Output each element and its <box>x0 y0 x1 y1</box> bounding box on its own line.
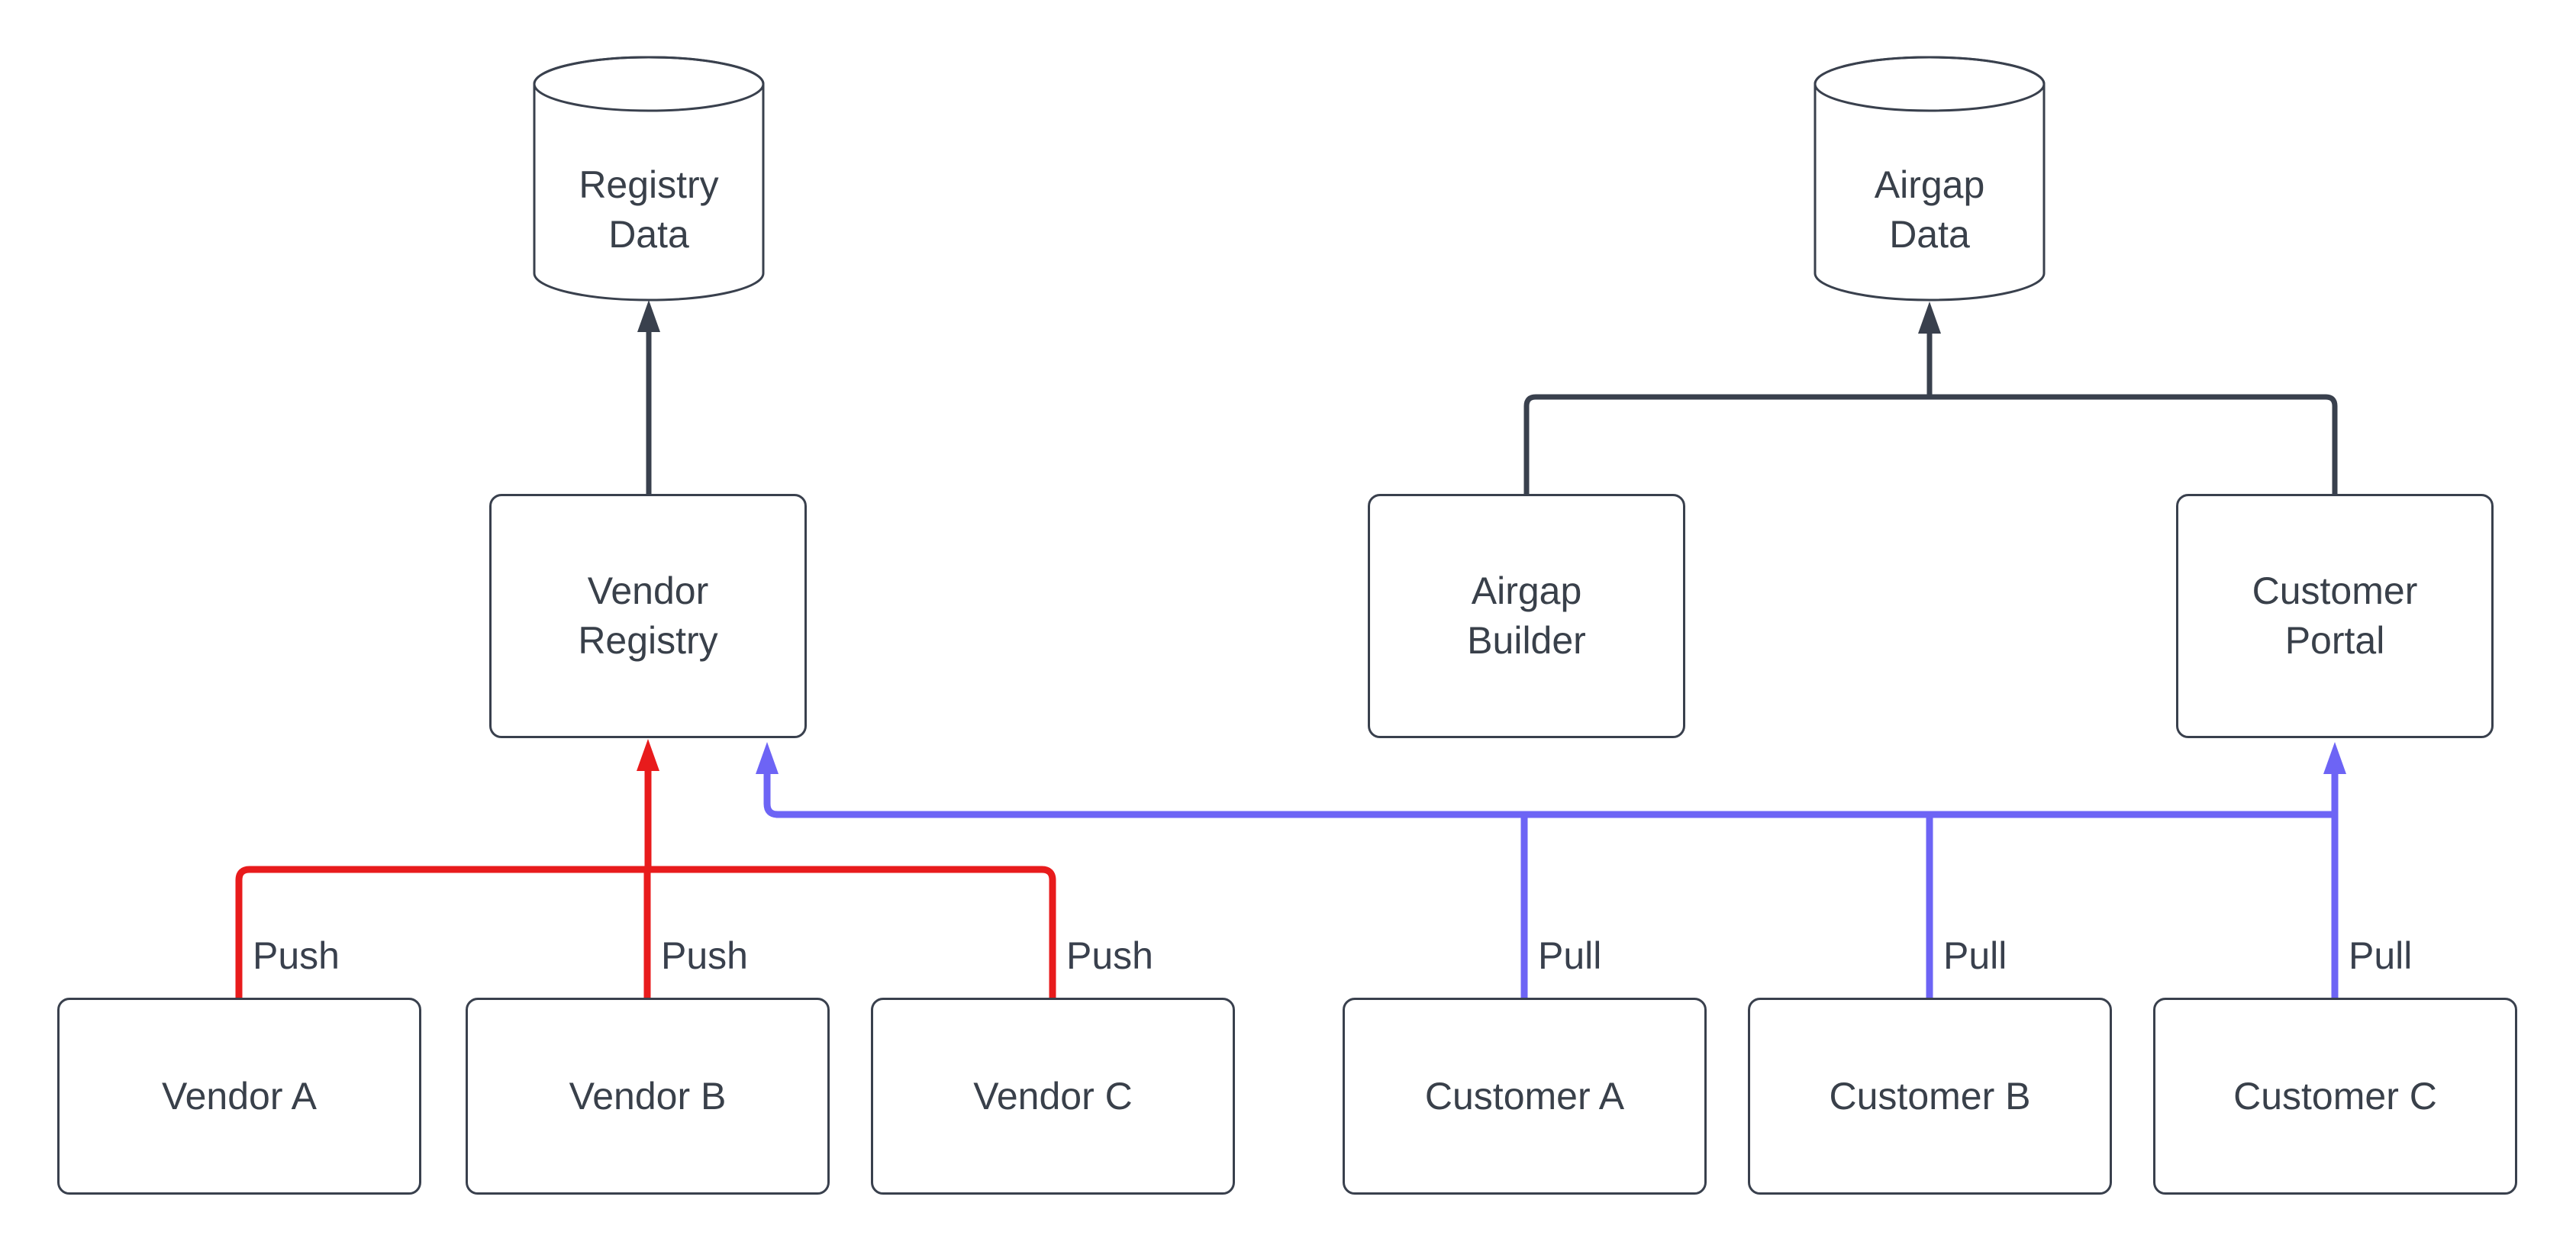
node-vendor-a: Vendor A <box>57 998 421 1195</box>
node-customer-a: Customer A <box>1343 998 1707 1195</box>
datastore-airgap-data-label-box: Airgap Data <box>1815 141 2044 279</box>
vendor-registry-label: Vendor Registry <box>578 569 718 662</box>
arrowhead-pull-customer-portal <box>2323 742 2346 774</box>
push-label-vendor-a: Push <box>253 934 340 977</box>
airgap-data-cylinder-top <box>1814 56 2046 112</box>
arrowhead-push-vendor-registry <box>637 739 659 771</box>
pull-label-customer-c: Pull <box>2349 934 2413 977</box>
node-customer-c: Customer C <box>2153 998 2517 1195</box>
airgap-builder-label: Airgap Builder <box>1467 569 1586 662</box>
node-vendor-b: Vendor B <box>466 998 830 1195</box>
neutral-edges <box>646 330 2338 494</box>
vendor-c-label: Vendor C <box>973 1074 1133 1118</box>
registry-data-cylinder-top <box>533 56 765 112</box>
push-edges <box>235 769 1056 999</box>
node-customer-portal: Customer Portal <box>2176 494 2494 738</box>
node-customer-b: Customer B <box>1748 998 2112 1195</box>
customer-a-label: Customer A <box>1424 1074 1625 1118</box>
vendor-b-label: Vendor B <box>569 1074 727 1118</box>
arrowhead-registry-data <box>637 300 660 332</box>
push-label-vendor-b: Push <box>661 934 748 977</box>
push-label-vendor-c: Push <box>1066 934 1153 977</box>
datastore-registry-data-label-box: Registry Data <box>534 141 763 279</box>
node-airgap-builder: Airgap Builder <box>1368 494 1685 738</box>
pull-label-customer-b: Pull <box>1943 934 2007 977</box>
datastore-shapes <box>533 56 2046 302</box>
pull-trunk <box>763 773 2335 818</box>
node-vendor-c: Vendor C <box>871 998 1235 1195</box>
customer-portal-label: Customer Portal <box>2252 569 2418 662</box>
pull-edges <box>763 773 2339 998</box>
registry-data-label: Registry Data <box>579 163 719 256</box>
node-vendor-registry: Vendor Registry <box>489 494 807 738</box>
arrowhead-airgap-data <box>1918 302 1941 334</box>
arrowhead-pull-vendor-registry <box>756 742 779 774</box>
customer-c-label: Customer C <box>2233 1074 2437 1118</box>
customer-b-label: Customer B <box>1829 1074 2031 1118</box>
vendor-a-label: Vendor A <box>162 1074 317 1118</box>
edge-builder-portal-to-airgap-trunk <box>1523 394 2338 494</box>
airgap-data-label: Airgap Data <box>1874 163 1985 256</box>
pull-label-customer-a: Pull <box>1538 934 1602 977</box>
